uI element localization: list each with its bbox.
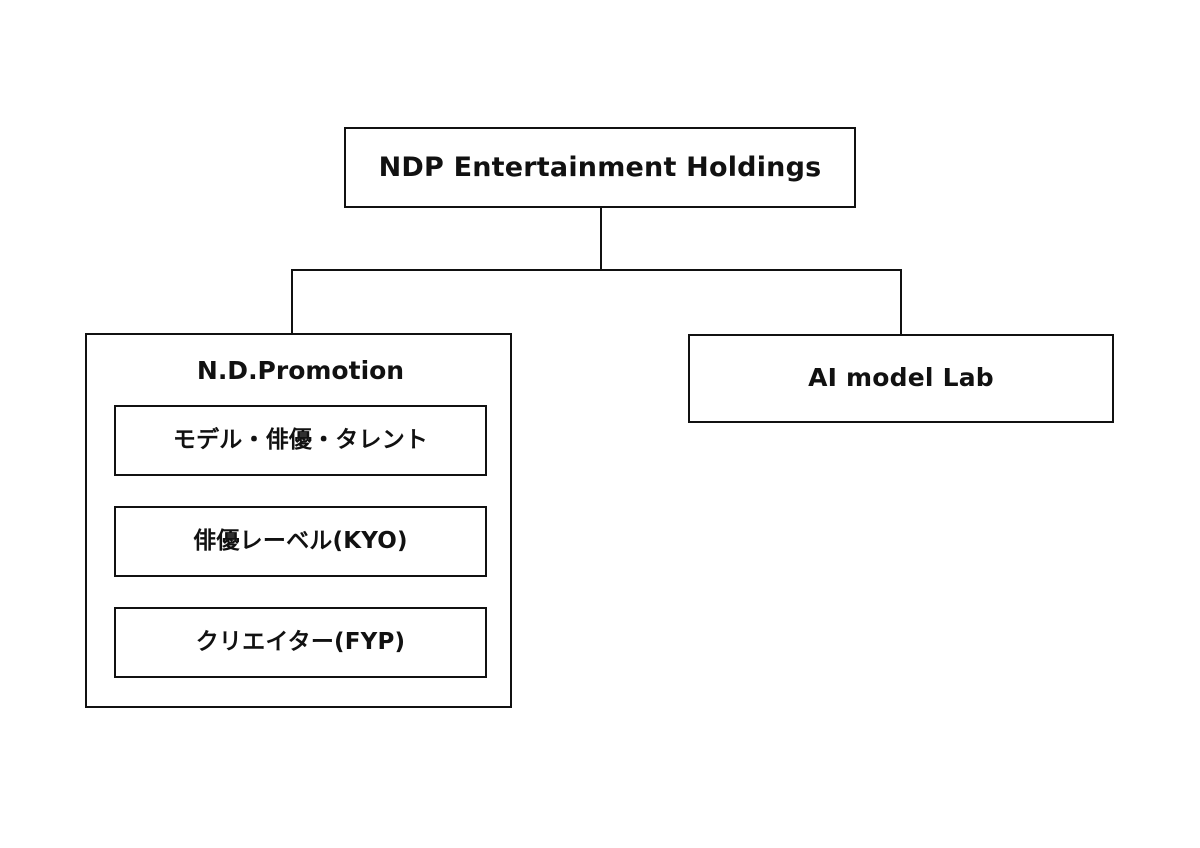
connector-leg-ai-model-lab — [900, 269, 902, 335]
node-label: AI model Lab — [808, 363, 994, 393]
node-group-nd-promotion[interactable]: N.D.Promotion モデル・俳優・タレント 俳優レーベル(KYO) クリ… — [85, 333, 512, 708]
node-actor-label-kyo[interactable]: 俳優レーベル(KYO) — [114, 506, 487, 577]
node-creator-fyp[interactable]: クリエイター(FYP) — [114, 607, 487, 678]
node-label: NDP Entertainment Holdings — [378, 151, 822, 183]
node-label: クリエイター(FYP) — [195, 629, 406, 656]
connector-root-stem — [600, 207, 602, 271]
node-label: 俳優レーベル(KYO) — [193, 528, 408, 555]
node-label: モデル・俳優・タレント — [172, 427, 429, 454]
group-title-nd-promotion: N.D.Promotion — [196, 356, 405, 385]
node-ndp-entertainment-holdings[interactable]: NDP Entertainment Holdings — [344, 127, 856, 208]
connector-horizontal-bus — [291, 269, 902, 271]
node-ai-model-lab[interactable]: AI model Lab — [688, 334, 1114, 423]
node-model-actor-talent[interactable]: モデル・俳優・タレント — [114, 405, 487, 476]
connector-leg-promotion — [291, 269, 293, 334]
